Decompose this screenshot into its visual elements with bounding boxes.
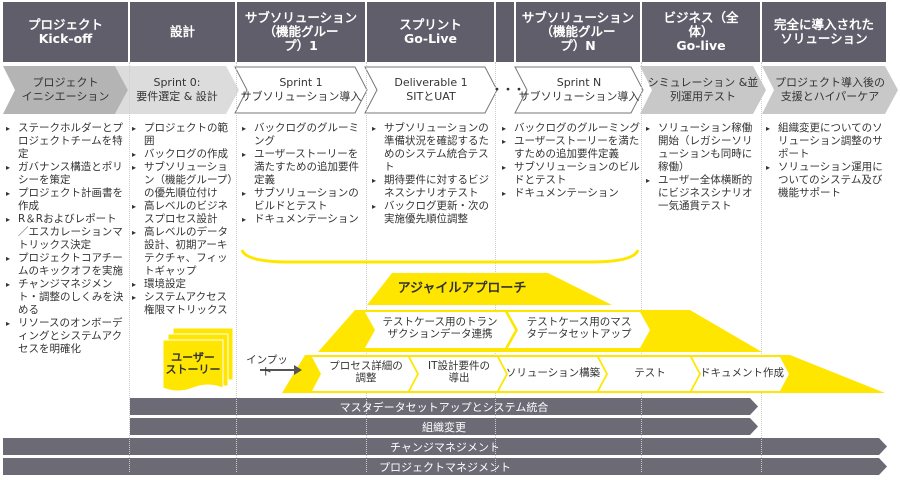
phase-label: Sprint N サブソリューション導入 (518, 76, 640, 103)
phase-deliverable1: Deliverable 1 SITとUAT (364, 66, 498, 114)
chevron (365, 312, 515, 348)
activities-business-golive: ソリューション稼働開始（レガシーソリューションも同時に稼働）ユーザー全体横断的に… (646, 122, 758, 213)
bar-label: マスタデータセットアップとシステム統合 (339, 400, 549, 414)
activity-item: ソリューション運用についてのシステム及び機能サポート (766, 161, 888, 200)
chevron (312, 357, 417, 391)
activity-item: ユーザーストーリーを満たすための追加要件定義 (242, 148, 364, 187)
activity-item: ステークホルダーとプロジェクトチームを特定 (6, 122, 126, 161)
phase-label: プロジェクト導入後の 支援とハイパーケア (775, 76, 885, 103)
bar-label: プロジェクトマネジメント (379, 460, 511, 474)
activity-item: 環境設定 (132, 278, 236, 291)
agile-step: テストケース用のマス タデータセットアップ (526, 316, 632, 340)
agile-step: ドキュメント作成 (700, 367, 784, 379)
activity-item: ドキュメンテーション (242, 213, 364, 226)
bar-project-management: プロジェクトマネジメント (3, 458, 887, 475)
activity-item: バックログのグルーミング (502, 122, 640, 135)
activity-item: プロジェクトの範囲 (132, 122, 236, 148)
divider (236, 62, 237, 472)
activity-item: バックログの作成 (132, 148, 236, 161)
divider (129, 62, 130, 472)
activity-item: プロジェクトコアチームのキックオフを実施 (6, 252, 126, 278)
activity-item: ソリューション稼働開始（レガシーソリューションも同時に稼働） (646, 122, 758, 174)
bar-change-management: チャンジマネジメント (3, 438, 887, 455)
bar-master-data: マスタデータセットアップとシステム統合 (130, 398, 758, 415)
activity-item: R＆Rおよびレポート／エスカレーションマトリックス決定 (6, 213, 126, 252)
chevron (499, 357, 606, 391)
agile-title-band (367, 273, 612, 305)
activities-sprint1: バックログのグルーミングユーザーストーリーを満たすための追加要件定義サブソリュー… (242, 122, 364, 226)
activity-item: 期待要件に対するビジネスシナリオテスト (372, 174, 494, 200)
activity-item: ガバナンス構造とポリシーを策定 (6, 161, 126, 187)
user-story-document-icon (162, 327, 234, 392)
activity-item: リソースのオンボーディングとシステムアクセスを明確化 (6, 317, 126, 356)
phase-sprint1: Sprint 1 サブソリューション導入 (234, 66, 368, 114)
divider (761, 62, 762, 472)
agile-step: テスト (634, 367, 666, 379)
agile-step: ソリューション構築 (505, 367, 601, 379)
activities-design: プロジェクトの範囲バックログの作成サブソリューション（機能グループ）の優先順位付… (132, 122, 236, 317)
activities-deliverable1: サブソリューションの準備状況を確認するためのシステム統合テスト期待要件に対するビ… (372, 122, 494, 226)
phase-label: Deliverable 1 SITとUAT (394, 76, 468, 103)
activity-item: サブソリューションのビルドとテスト (242, 187, 364, 213)
chevron (599, 357, 699, 391)
activity-item: 高レベルのデータ設計、初期アーキテクチャ、フィットギャップ (132, 226, 236, 278)
activity-item: サブソリューションの準備状況を確認するためのシステム統合テスト (372, 122, 494, 174)
chevron (410, 357, 506, 391)
user-story-label: ユーザー ストーリー (165, 351, 221, 376)
input-arrow-icon (260, 365, 302, 375)
bar-label: チャンジマネジメント (390, 440, 500, 454)
chevron (508, 312, 650, 348)
header-subsolution-1: サブソリューション （機能グルー プ）1 (237, 2, 365, 62)
activity-item: バックログのグルーミング (242, 122, 364, 148)
divider (366, 62, 367, 472)
phase-label: Sprint 0: 要件選定 & 設計 (136, 76, 218, 103)
activity-item: システムアクセス権限マトリックス (132, 291, 236, 317)
phase-label: Sprint 1 サブソリューション導入 (240, 76, 362, 103)
header-subsolution-n: サブソリューション （機能グルー プ）N (516, 2, 640, 62)
header-full-solution: 完全に導入された ソリューション (762, 2, 886, 62)
activities-kickoff: ステークホルダーとプロジェクトチームを特定ガバナンス構造とポリシーを策定プロジェ… (6, 122, 126, 356)
phase-label: シミュレーション &並 列運用テスト (647, 76, 759, 103)
brace (240, 249, 640, 264)
phase-simulation: シミュレーション &並 列運用テスト (640, 66, 766, 114)
activity-item: プロジェクト計画書を作成 (6, 187, 126, 213)
bar-label: 組織変更 (422, 420, 466, 434)
activity-item: バックログ更新・次の実施優先順位調整 (372, 200, 494, 226)
activity-item: サブソリューション（機能グループ）の優先順位付け (132, 161, 236, 200)
input-label: インプット (246, 354, 288, 378)
agile-title: アジャイルアプローチ (397, 281, 527, 296)
phase-label: プロジェクト イニシエーション (21, 76, 110, 103)
divider (641, 62, 642, 472)
header-design: 設計 (130, 2, 235, 62)
chevron (692, 357, 789, 391)
header-sprint-golive: スプリント Go-Live (367, 2, 494, 62)
activity-item: ドキュメンテーション (502, 187, 640, 200)
activity-item: 高レベルのビジネスプロセス設計 (132, 200, 236, 226)
divider (495, 62, 496, 472)
activity-item: 組織変更についてのソリューション調整のサポート (766, 122, 888, 161)
activity-item: チャンジマネジメント・調整のしくみを決める (6, 278, 126, 317)
header-gap (496, 2, 514, 62)
phase-initiation: プロジェクト イニシエーション (3, 66, 128, 114)
activity-item: サブソリューションのビルドとテスト (502, 161, 640, 187)
agile-step: テストケース用のトラン ザクションデータ連携 (382, 316, 498, 340)
agile-step: IT設計要件の 導出 (427, 360, 490, 384)
activity-item: ユーザー全体横断的にビジネスシナリオ一気通貫テスト (646, 174, 758, 213)
bar-org-change: 組織変更 (130, 418, 758, 435)
activities-sprintn: バックログのグルーミングユーザーストーリーを満たすための追加要件定義サブソリュー… (502, 122, 640, 200)
phase-hypercare: プロジェクト導入後の 支援とハイパーケア (762, 66, 898, 114)
phase-sprintn: Sprint N サブソリューション導入 (514, 66, 644, 114)
agile-step: プロセス詳細の 調整 (329, 360, 403, 384)
activities-full-solution: 組織変更についてのソリューション調整のサポートソリューション運用についてのシステ… (766, 122, 888, 200)
phase-sprint0: Sprint 0: 要件選定 & 設計 (115, 66, 239, 114)
header-business-golive: ビジネス（全 体） Go-live (642, 2, 760, 62)
header-kickoff: プロジェクト Kick-off (3, 2, 128, 62)
phase-ellipsis: ・・・ (491, 83, 525, 96)
activity-item: ユーザーストーリーを満たすための追加要件定義 (502, 135, 640, 161)
